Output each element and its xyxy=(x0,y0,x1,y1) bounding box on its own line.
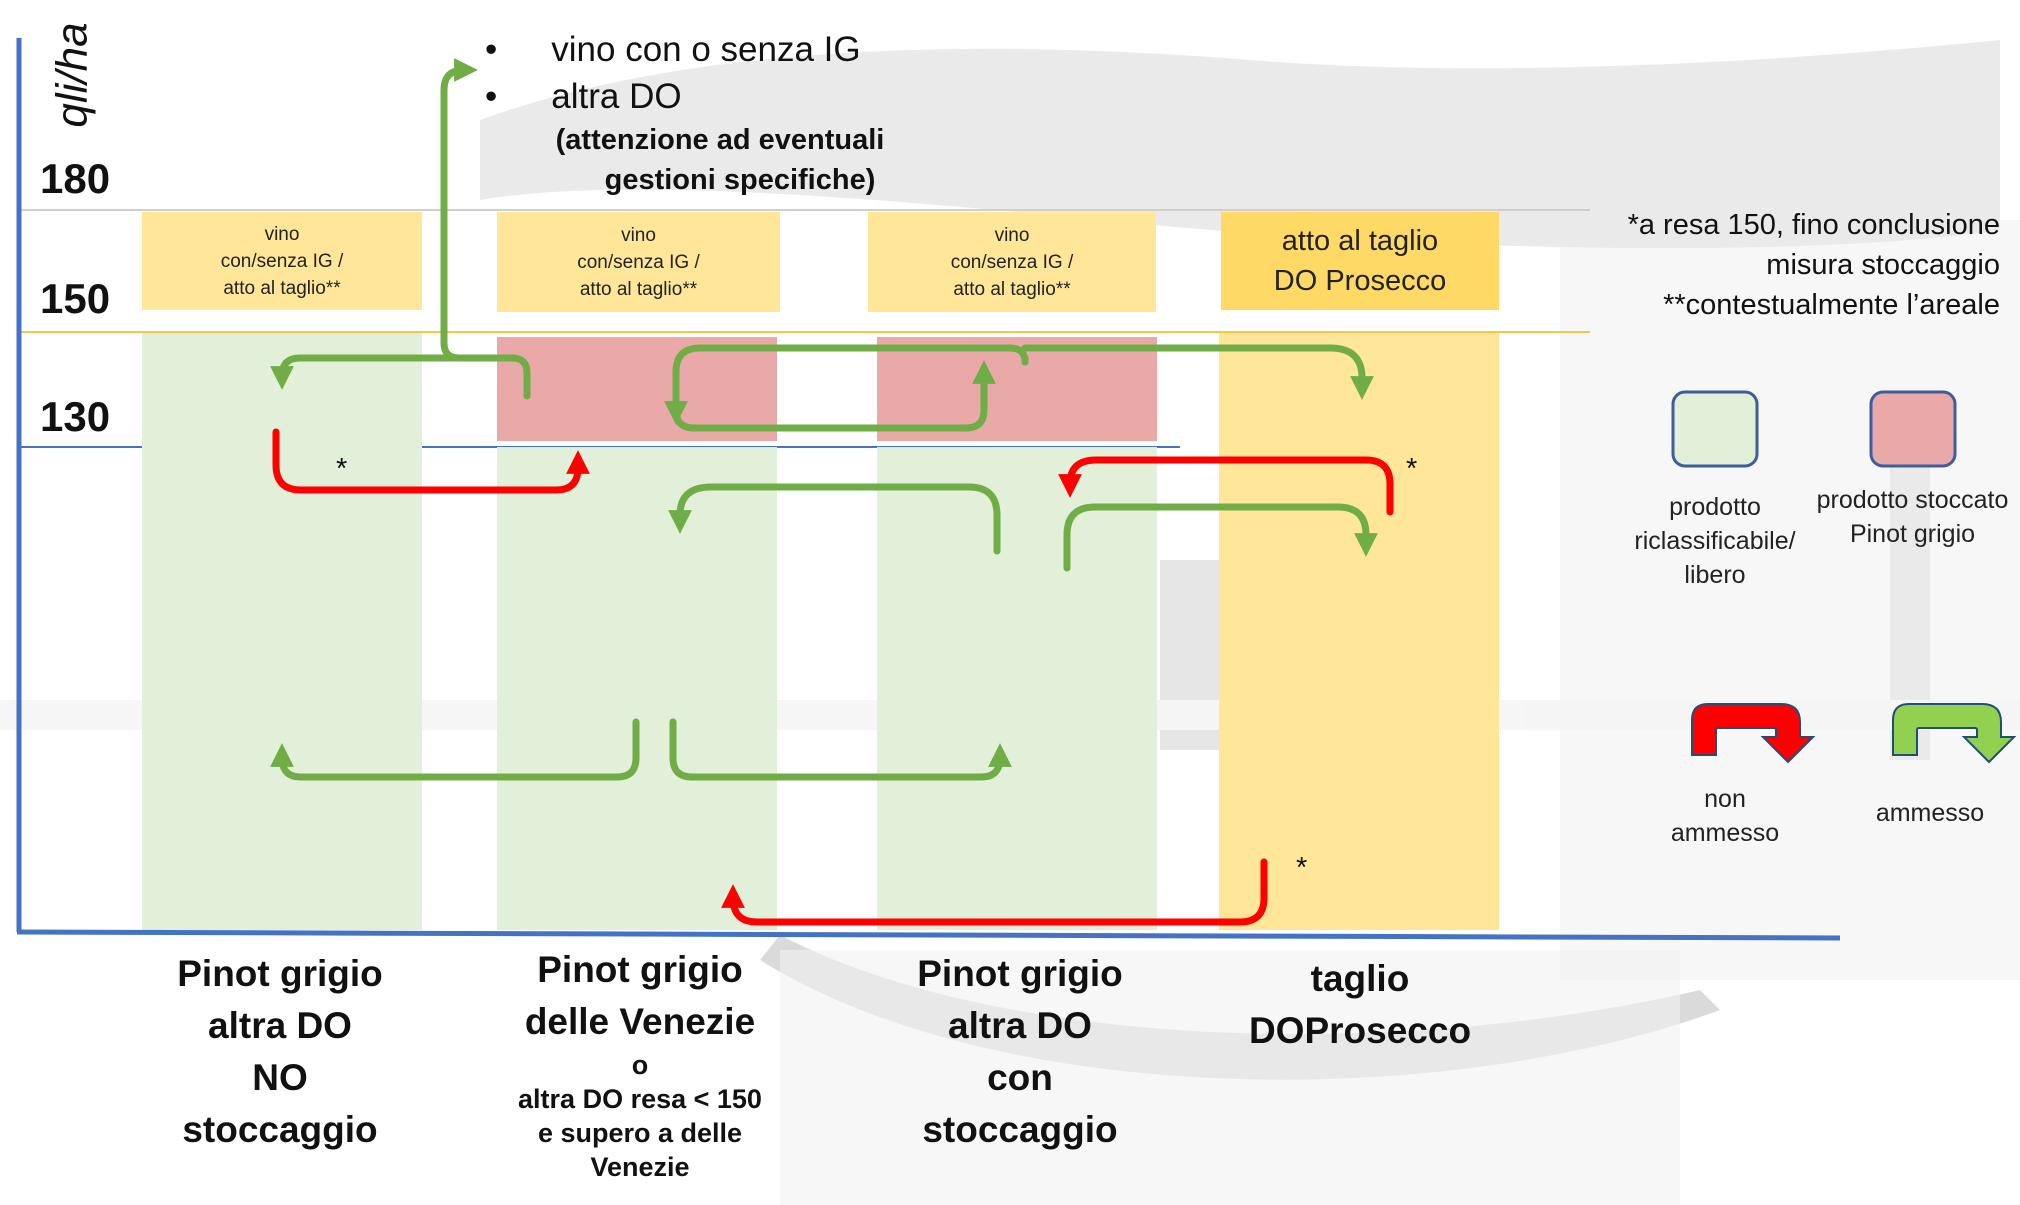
top-bullet-1: •vino con o senza IG xyxy=(485,30,861,69)
legend-green-arrow-icon xyxy=(1892,703,2017,764)
arrow-green-col2-to-col3-low xyxy=(669,718,1012,781)
star-prosecco-upper: * xyxy=(1406,453,1418,485)
y-tick-150: 150 xyxy=(40,275,111,322)
y-axis-unit-label: qli/ha xyxy=(48,22,97,128)
legend-green-swatch xyxy=(1671,390,1759,468)
top-box-col4 xyxy=(1221,212,1499,310)
arrow-green-to-prosecco xyxy=(1021,344,1374,400)
top-box-col1 xyxy=(142,212,422,310)
band-col2-pink xyxy=(497,337,777,441)
y-tick-130: 130 xyxy=(40,393,111,440)
band-col3-green xyxy=(877,447,1157,930)
band-col4-yellow xyxy=(1219,333,1499,930)
y-tick-180: 180 xyxy=(40,155,111,202)
legend-red-arrow-icon xyxy=(1691,703,1816,764)
band-col2-green xyxy=(497,447,777,930)
band-col1-green xyxy=(142,333,422,930)
top-note-line-2: gestioni specifiche) xyxy=(604,164,876,196)
arrow-green-col3-to-col2 xyxy=(668,483,1001,555)
arrow-red-col1-to-col2 xyxy=(272,428,590,494)
legend-pink-swatch xyxy=(1869,390,1957,468)
legend-green-arrow-label: ammesso xyxy=(1875,799,1985,827)
top-bullet-2: •altra DO xyxy=(485,77,682,116)
arrow-green-col2-to-col1-low xyxy=(270,718,640,781)
footnote-2: misura stoccaggio xyxy=(1766,249,2000,281)
arrow-green-to-col1 xyxy=(270,354,463,390)
arrow-green-top-loop xyxy=(664,344,1029,425)
footnote-1: *a resa 150, fino conclusione xyxy=(1627,209,2000,241)
top-box-col3 xyxy=(868,212,1156,312)
arrow-red-prosecco-to-col2 xyxy=(721,858,1268,926)
y-axis-unit: qli/ha xyxy=(28,20,118,130)
top-note-line-1: (attenzione ad eventuali xyxy=(555,124,885,156)
band-col3-pink xyxy=(877,337,1157,441)
arrow-red-prosecco-to-col3 xyxy=(1058,456,1394,516)
top-box-col2 xyxy=(497,212,780,312)
x-axis xyxy=(16,929,1841,941)
arrow-green-col2-to-top xyxy=(440,58,531,400)
arrow-green-col3-to-prosecco xyxy=(1063,503,1378,572)
star-prosecco-lower: * xyxy=(1296,852,1308,884)
top-note-bold: (attenzione ad eventuali gestioni specif… xyxy=(520,120,920,200)
arrow-green-col2-to-col3-pink xyxy=(672,360,996,432)
star-col1: * xyxy=(336,453,348,485)
footnote-3: **contestualmente l’areale xyxy=(1663,289,2000,321)
